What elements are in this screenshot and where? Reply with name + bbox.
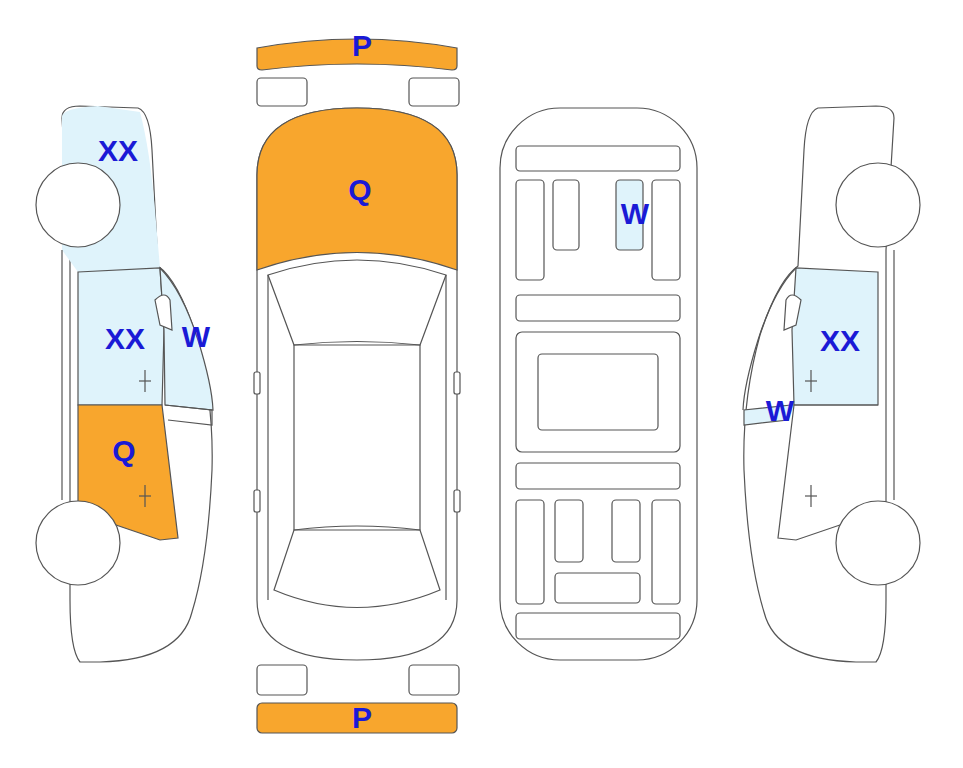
top-view: [254, 39, 460, 733]
zone-code: Q: [112, 436, 135, 466]
zone-code: W: [621, 199, 649, 229]
zone-code: W: [182, 322, 210, 352]
underside-view: [500, 108, 697, 660]
zone-code: P: [352, 703, 372, 733]
left-side-view: [36, 106, 213, 662]
zone-code: Q: [348, 175, 371, 205]
right-side-view: [743, 106, 920, 662]
zone-code: XX: [820, 326, 860, 356]
zone-code: W: [766, 396, 794, 426]
zone-code: XX: [98, 136, 138, 166]
zone-code: P: [352, 31, 372, 61]
zone-code: XX: [105, 324, 145, 354]
